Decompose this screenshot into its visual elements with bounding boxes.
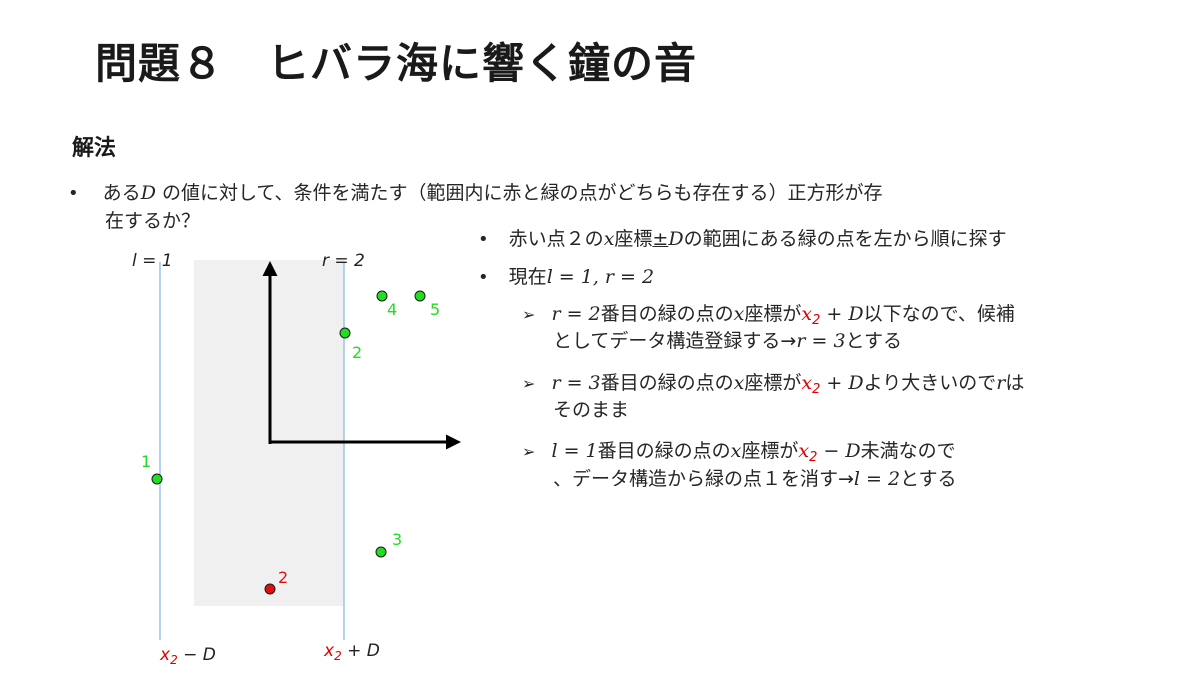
green-point-label-4: 4 [387,300,397,319]
sub-3-line-2-text-a: 、データ構造から緑の点１を消す→ [553,468,854,490]
bullet-2-text-c: の範囲にある緑の点を左から順に探す [683,228,1007,250]
arrowhead-bullet-icon: ➢ [522,442,536,461]
page-title: 問題８ ヒバラ海に響く鐘の音 [95,39,698,88]
green-point-label-1: 1 [141,452,151,471]
sub-bullet-2-line-1: ➢ r = 3番目の緑の点のx座標がx2 + Dより大きいのでrは [522,368,1024,397]
sub-2-text-4: は [1005,372,1025,394]
sub-3-subscript: 2 [809,450,818,465]
sub-1-subscript: 2 [812,313,821,328]
green-point-5 [414,290,426,302]
sub-1-text-3: 以下なので、候補 [863,303,1015,325]
arrowhead-bullet-icon: ➢ [522,305,536,324]
green-point-label-5: 5 [430,300,440,319]
sub-bullet-3-line-2: 、データ構造から緑の点１を消す→l = 2とする [553,464,957,491]
bullet-1-line-2: 在するか？ [105,210,201,232]
arrowhead-bullet-icon: ➢ [522,374,536,393]
sub-1-var-x: x [733,303,745,325]
label-r-equals-2: r = 2 [322,251,365,271]
sub-2-plus-d: + D [820,372,864,394]
sub-bullet-1-line-2: としてデータ構造登録する→r = 3とする [553,326,902,353]
sub-1-line-2-text-a: としてデータ構造登録する→ [553,330,797,352]
section-heading: 解法 [72,136,117,161]
sub-bullet-3-line-1: ➢ l = 1番目の緑の点のx座標がx2 − D未満なので [522,436,956,465]
sub-1-plus-d: + D [820,303,864,325]
bullet-2-var-x: x [603,228,615,250]
sub-3-text-1: 番目の緑の点の [597,440,731,462]
label-l-equals-1: l = 1 [132,251,173,271]
sub-1-line-2-text-b: とする [845,330,902,352]
bullet-1-line-1: • あるD の値に対して、条件を満たす（範囲内に赤と緑の点がどちらも存在する）正… [68,178,882,205]
red-point-label-2: 2 [278,568,288,587]
sub-3-var-x: x [730,440,742,462]
bullet-3-math: l = 1, r = 2 [546,266,655,288]
label-x2-plus-d: x2 + D [323,641,380,663]
sub-2-subscript: 2 [812,382,821,397]
sub-3-line-2-math: l = 2 [853,468,901,490]
bullet-2-var-d: D [668,228,684,250]
bullet-2-text-a: 赤い点２の [508,228,604,250]
sub-1-text-2: 座標が [744,303,802,325]
sub-3-minus-d: − D [817,440,861,462]
sub-2-text-2: 座標が [744,372,802,394]
bullet-3-text: 現在 [508,266,547,288]
red-point-2 [264,583,276,595]
sub-1-text-1: 番目の緑の点の [600,303,734,325]
green-point-2 [339,327,351,339]
sub-3-text-3: 未満なので [860,440,956,462]
green-point-3 [375,546,387,558]
bullet-1-text-b: の値に対して、条件を満たす（範囲内に赤と緑の点がどちらも存在する）正方形が存 [155,182,883,204]
bullet-dot: • [478,229,489,250]
label-x2-minus-d: x2 − D [159,645,216,667]
sub-2-text-1: 番目の緑の点の [600,372,734,394]
sub-1-math-r: r = 2 [551,303,601,325]
sub-2-math-r: r = 3 [551,372,601,394]
bullet-2-text-b: 座標 [614,228,653,250]
bullet-2-plus-minus: ± [652,228,669,250]
green-point-1 [151,473,163,485]
sub-3-text-2: 座標が [741,440,799,462]
sub-3-var-x2: x [798,440,810,462]
points-layer: 1 2 3 4 5 2 [141,290,440,595]
sub-1-var-x2: x [801,303,813,325]
green-point-label-2: 2 [352,343,362,362]
bullet-1-text-a: ある [102,182,141,204]
green-point-label-3: 3 [392,530,402,549]
bullet-2: • 赤い点２のx座標±Dの範囲にある緑の点を左から順に探す [478,224,1007,251]
bullet-1-var-d: D [140,182,156,204]
bullet-dot: • [68,183,79,204]
sub-3-math-l: l = 1 [551,440,598,462]
bullet-dot: • [478,267,489,288]
sub-2-text-3: より大きいので [863,372,997,394]
green-point-4 [376,290,388,302]
sub-2-var-x: x [733,372,745,394]
sub-3-line-2-text-b: とする [900,468,957,490]
sub-2-var-r: r [996,372,1006,394]
bullet-3: • 現在l = 1, r = 2 [478,262,654,289]
sub-1-line-2-math: r = 3 [796,330,846,352]
sub-2-var-x2: x [801,372,813,394]
sub-bullet-2-line-2: そのまま [553,399,630,421]
sub-bullet-1-line-1: ➢ r = 2番目の緑の点のx座標がx2 + D以下なので、候補 [522,299,1015,328]
